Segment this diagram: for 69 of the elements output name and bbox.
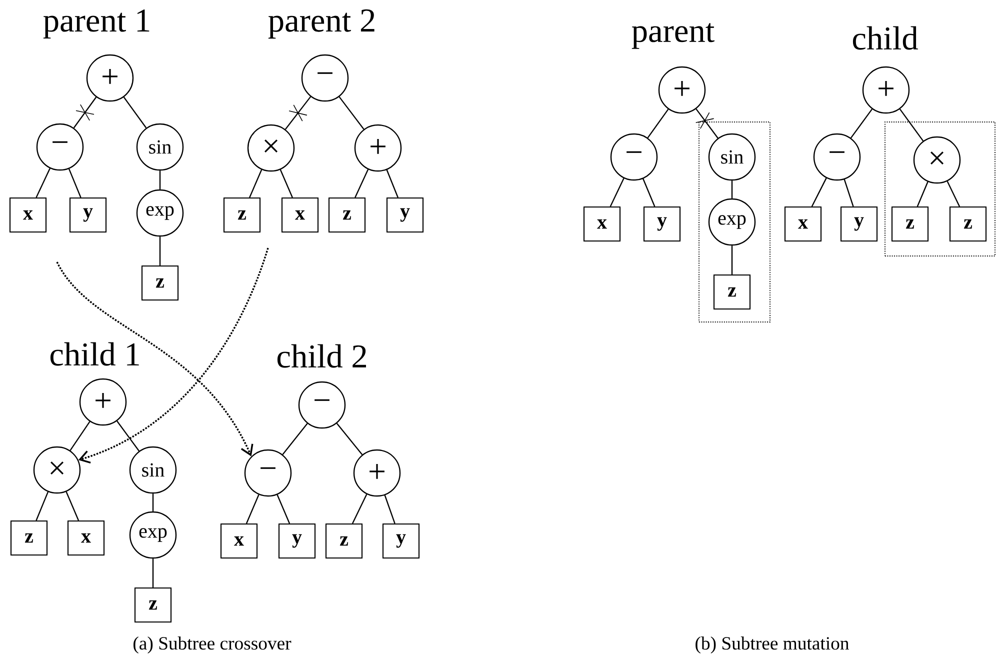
tree-branch [695, 108, 718, 138]
tree-branch [610, 178, 624, 207]
tree-branch [647, 108, 669, 138]
tree-branch [384, 495, 396, 524]
tree-branch [642, 178, 656, 207]
tree-title: child 1 [50, 342, 139, 366]
tree-branch [36, 492, 49, 521]
terminal-box: x [784, 206, 822, 242]
tree-branch [338, 96, 364, 130]
terminal-box: z [134, 587, 172, 623]
tree-branch [66, 491, 80, 521]
subfigure-caption: (b) Subtree mutation [696, 636, 849, 654]
tree-branch [899, 108, 924, 142]
tree-branch [946, 180, 960, 207]
selected-subtree-box [698, 122, 770, 322]
terminal-box: y [382, 523, 420, 559]
terminal-box: y [386, 197, 424, 233]
terminal-box: z [949, 206, 987, 242]
tree-branch [811, 178, 827, 207]
tree-branch [152, 558, 154, 588]
tree-branch [159, 170, 161, 190]
terminal-box: z [325, 523, 363, 559]
terminal-box: z [223, 197, 261, 233]
tree-branch [70, 421, 90, 451]
tree-branch [159, 236, 161, 266]
tree-branch [386, 170, 398, 198]
selected-subtree-box [884, 122, 996, 256]
terminal-box: x [281, 197, 319, 233]
tree-title: parent [632, 23, 714, 49]
tree-title: parent 2 [268, 9, 374, 39]
tree-branch [282, 423, 308, 455]
tree-branch [280, 169, 293, 198]
terminal-box: x [220, 523, 258, 559]
tree-title: parent 1 [43, 9, 150, 39]
tree-branch [249, 169, 262, 198]
terminal-box: x [9, 197, 47, 233]
tree-branch [116, 420, 140, 452]
terminal-box: z [10, 520, 48, 556]
terminal-box: x [583, 206, 621, 242]
tree-branch [68, 168, 82, 198]
crossover-arrow [56, 262, 254, 456]
tree-branch [844, 179, 854, 207]
terminal-box: y [69, 197, 107, 233]
crossover-arrow [78, 248, 269, 464]
tree-branch [336, 422, 363, 456]
terminal-box: z [328, 197, 366, 233]
tree-branch [354, 169, 369, 198]
tree-branch [246, 494, 260, 524]
terminal-box: z [141, 265, 179, 301]
terminal-box: y [840, 206, 878, 242]
terminal-box: y [643, 206, 681, 242]
terminal-box: z [713, 274, 751, 310]
tree-title: child 2 [277, 344, 366, 368]
subfigure-caption: (a) Subtree crossover [134, 636, 292, 654]
tree-branch [152, 494, 154, 512]
tree-branch [123, 96, 147, 128]
tree-branch [850, 108, 873, 138]
terminal-box: x [67, 520, 105, 556]
tree-title: child [852, 26, 918, 50]
tree-branch [731, 180, 733, 198]
tree-branch [352, 494, 368, 524]
tree-branch [284, 96, 312, 130]
tree-branch [276, 494, 290, 524]
terminal-box: y [278, 523, 316, 559]
terminal-box: z [891, 206, 929, 242]
tree-branch [731, 246, 733, 274]
tree-branch [916, 182, 928, 207]
tree-branch [73, 96, 97, 128]
tree-branch [36, 168, 50, 198]
